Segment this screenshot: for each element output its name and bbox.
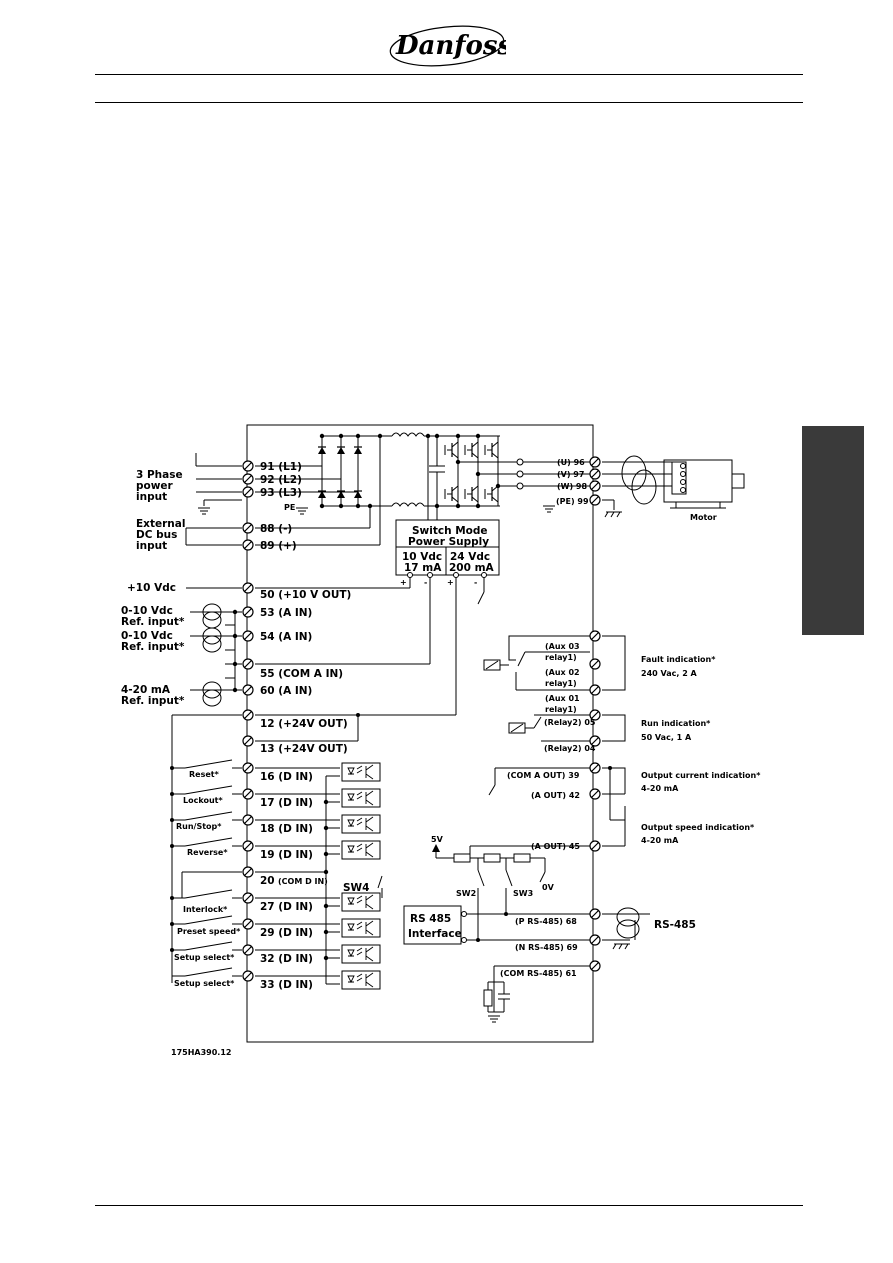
footer-rule [95, 1205, 803, 1206]
terminal-39: (COM A OUT) 39 [507, 771, 580, 780]
figure-id: 175HA390.12 [171, 1048, 231, 1057]
header-rule-bottom [95, 102, 803, 103]
dc-bus-label-1: External [136, 518, 185, 530]
svg-text:+: + [400, 578, 407, 587]
psu-title-2: Power Supply [408, 536, 489, 548]
motor-terminal-u: (U) 96 [557, 458, 585, 467]
terminal-69: (N RS-485) 69 [515, 943, 578, 952]
terminal-16: 16 (D IN) [260, 771, 313, 783]
pe-label: PE [284, 503, 295, 512]
aux01-relay: relay1) [545, 705, 577, 714]
terminal-93: 93 (L3) [260, 487, 302, 499]
motor-label: Motor [690, 513, 717, 522]
dc-bus-label-3: input [136, 540, 167, 552]
terminal-18: 18 (D IN) [260, 823, 313, 835]
terminal-19: 19 (D IN) [260, 849, 313, 861]
terminal-12: 12 (+24V OUT) [260, 718, 348, 730]
sw4-label: SW4 [343, 882, 369, 894]
aux02-relay: relay1) [545, 679, 577, 688]
svg-text:+: + [447, 578, 454, 587]
terminal-61: (COM RS-485) 61 [500, 969, 577, 978]
terminal-53: 53 (A IN) [260, 607, 312, 619]
motor-terminal-v: (V) 97 [557, 470, 584, 479]
terminal-91: 91 (L1) [260, 461, 302, 473]
v5-label: 5V [431, 835, 444, 844]
ref3-label-2: Ref. input* [121, 695, 185, 707]
output-speed-range: 4-20 mA [641, 836, 679, 845]
aux03-relay: relay1) [545, 653, 577, 662]
svg-text:-: - [474, 578, 477, 587]
relay2-04: (Relay2) 04 [544, 744, 596, 753]
svg-text:Danfoss: Danfoss [395, 31, 506, 61]
aux03-label: (Aux 03 [545, 642, 580, 651]
ref1-label-1: 0-10 Vdc [121, 605, 173, 617]
aux01-label: (Aux 01 [545, 694, 580, 703]
ref2-label-1: 0-10 Vdc [121, 630, 173, 642]
run-indication: Run indication* [641, 719, 711, 728]
preset-label: Preset speed* [177, 927, 241, 936]
three-phase-label-1: 3 Phase [136, 469, 183, 481]
danfoss-logo: Danfoss [389, 25, 506, 67]
reverse-label: Reverse* [187, 848, 228, 857]
run-rating: 50 Vac, 1 A [641, 733, 692, 742]
rs485-box-label-2: Interface [408, 928, 462, 940]
psu-24vdc: 24 Vdc [450, 551, 490, 563]
setup-select-1-label: Setup select* [174, 953, 235, 962]
svg-text:-: - [424, 578, 427, 587]
terminal-88: 88 (-) [260, 523, 292, 535]
terminal-89: 89 (+) [260, 540, 297, 552]
runstop-label: Run/Stop* [176, 822, 222, 831]
terminal-92: 92 (L2) [260, 474, 302, 486]
relay2-05: (Relay2) 05 [544, 718, 596, 727]
rs485-box-label-1: RS 485 [410, 913, 451, 925]
aux02-label: (Aux 02 [545, 668, 580, 677]
terminal-55: 55 (COM A IN) [260, 668, 343, 680]
three-phase-label-3: input [136, 491, 167, 503]
motor-terminal-pe: (PE) 99 [556, 497, 589, 506]
sw3-label: SW3 [513, 889, 533, 898]
psu-title-1: Switch Mode [412, 525, 488, 537]
psu-200ma: 200 mA [449, 562, 495, 574]
psu-10vdc: 10 Vdc [402, 551, 442, 563]
terminal-45: (A OUT) 45 [531, 842, 580, 851]
terminal-32: 32 (D IN) [260, 953, 313, 965]
lockout-label: Lockout* [183, 796, 223, 805]
ref2-label-2: Ref. input* [121, 641, 185, 653]
terminal-42: (A OUT) 42 [531, 791, 580, 800]
rs485-external-label: RS-485 [654, 919, 696, 931]
sw2-label: SW2 [456, 889, 476, 898]
ref3-label-1: 4-20 mA [121, 684, 171, 696]
terminal-54: 54 (A IN) [260, 631, 312, 643]
terminal-60: 60 (A IN) [260, 685, 312, 697]
terminal-20: 20 [260, 875, 275, 887]
psu-17ma: 17 mA [404, 562, 442, 574]
terminal-27: 27 (D IN) [260, 901, 313, 913]
terminal-33: 33 (D IN) [260, 979, 313, 991]
terminal-20-com: (COM D IN) [278, 877, 328, 886]
terminal-50: 50 (+10 V OUT) [260, 589, 351, 601]
terminal-68: (P RS-485) 68 [515, 917, 577, 926]
setup-select-2-label: Setup select* [174, 979, 235, 988]
plus10-label: +10 Vdc [127, 582, 176, 594]
terminal-13: 13 (+24V OUT) [260, 743, 348, 755]
dc-bus-label-2: DC bus [136, 529, 177, 541]
v0-label: 0V [542, 883, 555, 892]
reset-label: Reset* [189, 770, 220, 779]
output-current-indication: Output current indication* [641, 771, 761, 780]
output-current-range: 4-20 mA [641, 784, 679, 793]
terminal-17: 17 (D IN) [260, 797, 313, 809]
motor-terminal-w: (W) 98 [557, 482, 587, 491]
header-rule-top [95, 74, 803, 75]
three-phase-label-2: power [136, 480, 174, 492]
fault-indication: Fault indication* [641, 655, 716, 664]
output-speed-indication: Output speed indication* [641, 823, 755, 832]
ref1-label-2: Ref. input* [121, 616, 185, 628]
terminal-29: 29 (D IN) [260, 927, 313, 939]
interlock-label: Interlock* [183, 905, 228, 914]
fault-rating: 240 Vac, 2 A [641, 669, 698, 678]
chapter-side-tab [802, 426, 864, 635]
